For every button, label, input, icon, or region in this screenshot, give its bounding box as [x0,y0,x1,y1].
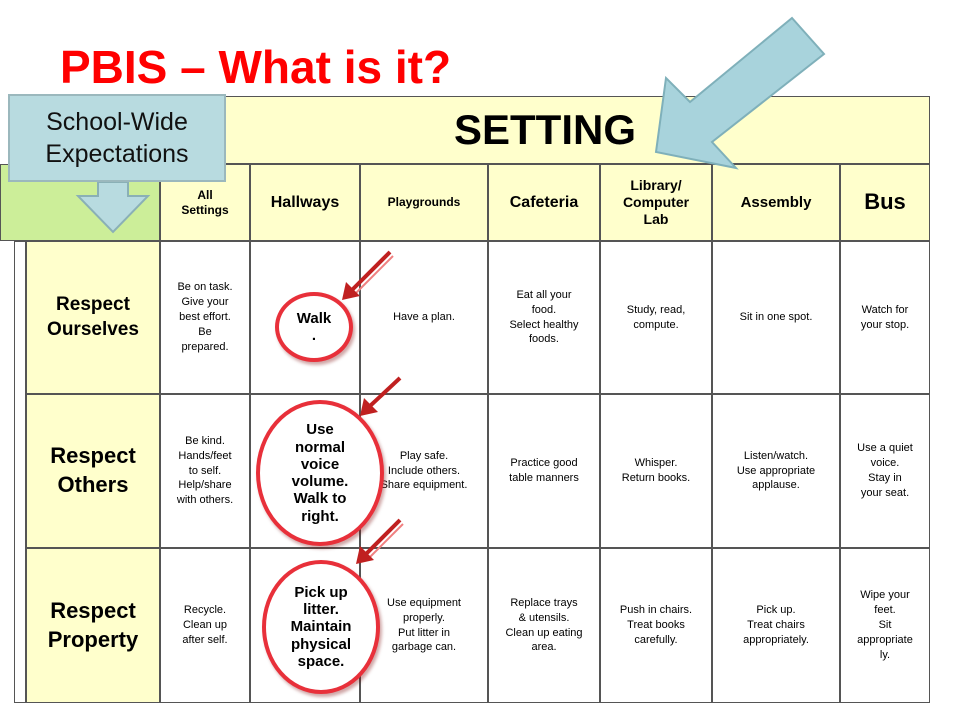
column-header-hallways: Hallways [250,164,360,241]
red-pointer-arrow-icon [342,250,394,300]
column-header-bus: Bus [840,164,930,241]
row-header-respect-property: Respect Property [26,548,160,703]
table-cell: Eat all your food. Select healthy foods. [488,241,600,394]
table-cell: Listen/watch. Use appropriate applause. [712,394,840,548]
table-cell: Watch for your stop. [840,241,930,394]
table-cell: Recycle. Clean up after self. [160,548,250,703]
setting-arrow-icon [654,16,826,170]
table-cell: Wipe your feet. Sit appropriate ly. [840,548,930,703]
left-strip [14,241,26,703]
table-cell: Use a quiet voice. Stay in your seat. [840,394,930,548]
school-wide-expectations-callout: School-Wide Expectations [8,94,226,182]
table-cell: Practice good table manners [488,394,600,548]
table-cell: Whisper. Return books. [600,394,712,548]
row-header-respect-ourselves: Respect Ourselves [26,241,160,394]
table-cell: Sit in one spot. [712,241,840,394]
down-arrow-icon [75,181,151,234]
page-title: PBIS – What is it? [60,41,452,93]
table-cell: Replace trays & utensils. Clean up eatin… [488,548,600,703]
table-cell: Use equipment properly. Put litter in ga… [360,548,488,703]
column-header-assembly: Assembly [712,164,840,241]
column-header-library: Library/ Computer Lab [600,164,712,241]
table-cell: Be kind. Hands/feet to self. Help/share … [160,394,250,548]
red-pointer-arrow-icon [356,518,404,564]
hallway-oval-litter: Pick up litter. Maintain physical space. [262,560,380,694]
table-cell: Study, read, compute. [600,241,712,394]
column-header-cafeteria: Cafeteria [488,164,600,241]
table-cell: Be on task. Give your best effort. Be pr… [160,241,250,394]
hallway-oval-walk: Walk . [275,292,353,362]
red-pointer-arrow-icon [360,376,402,416]
column-header-playgrounds: Playgrounds [360,164,488,241]
table-cell: Pick up. Treat chairs appropriately. [712,548,840,703]
setting-header: SETTING [160,96,930,164]
hallway-oval-voice: Use normal voice volume. Walk to right. [256,400,384,546]
row-header-respect-others: Respect Others [26,394,160,548]
table-cell: Push in chairs. Treat books carefully. [600,548,712,703]
